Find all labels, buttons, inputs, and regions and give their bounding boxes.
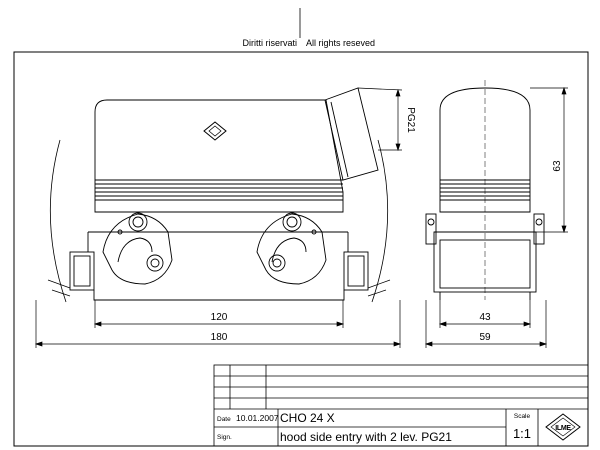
sign-label: Sign. bbox=[217, 434, 232, 441]
rights-reserved-en: All rights reseved bbox=[306, 38, 375, 48]
dim-height-label: 63 bbox=[552, 160, 563, 172]
left-locking-lever bbox=[102, 212, 173, 285]
cable-entry-pg21 bbox=[324, 87, 379, 181]
dim-side-inner-width bbox=[438, 300, 532, 328]
scale-value: 1:1 bbox=[513, 426, 531, 441]
rights-reserved-it: Diritti riservati bbox=[242, 38, 297, 48]
side-left-pin bbox=[427, 218, 435, 226]
dim-thread-label: PG21 bbox=[405, 107, 416, 133]
left-flange-detail bbox=[47, 279, 71, 297]
date-value: 10.01.2007 bbox=[236, 413, 279, 423]
svg-text:ILME: ILME bbox=[555, 425, 571, 432]
part-description: hood side entry with 2 lev. PG21 bbox=[280, 430, 452, 444]
left-flange bbox=[69, 251, 95, 291]
right-flange-detail bbox=[367, 279, 391, 297]
side-base bbox=[433, 231, 537, 293]
right-flange-inner bbox=[347, 255, 365, 287]
right-lever-swing-arc bbox=[371, 139, 389, 303]
right-flange bbox=[343, 251, 369, 291]
side-hood-outline bbox=[439, 87, 531, 213]
side-view bbox=[425, 80, 545, 300]
side-right-pin bbox=[535, 218, 543, 226]
hood-body-outline bbox=[94, 99, 344, 213]
dim-inner-width bbox=[93, 300, 345, 328]
dim-overall-width bbox=[34, 300, 402, 348]
dim-side-overall-width bbox=[424, 300, 548, 348]
front-logo-icon bbox=[203, 121, 227, 141]
side-base-inner bbox=[439, 239, 531, 289]
scale-label: Scale bbox=[514, 413, 531, 420]
dim-side-inner-width-label: 43 bbox=[479, 312, 491, 323]
dim-inner-width-label: 120 bbox=[211, 312, 228, 323]
title-block bbox=[213, 364, 589, 447]
side-right-lever bbox=[533, 213, 545, 245]
left-flange-inner bbox=[73, 255, 91, 287]
base-plate bbox=[87, 232, 349, 301]
part-code: CHO 24 X bbox=[280, 411, 335, 425]
right-locking-lever bbox=[256, 212, 327, 285]
left-lever-swing-arc bbox=[49, 139, 67, 303]
front-view bbox=[47, 87, 391, 303]
dim-height bbox=[530, 86, 568, 234]
cable-entry-inner-line bbox=[330, 101, 349, 178]
dim-overall-width-label: 180 bbox=[211, 332, 228, 343]
ilme-logo-icon: ILME bbox=[545, 413, 581, 441]
dim-side-overall-width-label: 59 bbox=[479, 332, 491, 343]
dim-thread bbox=[357, 87, 403, 152]
date-label: Date bbox=[217, 416, 231, 423]
side-left-lever bbox=[425, 213, 437, 245]
